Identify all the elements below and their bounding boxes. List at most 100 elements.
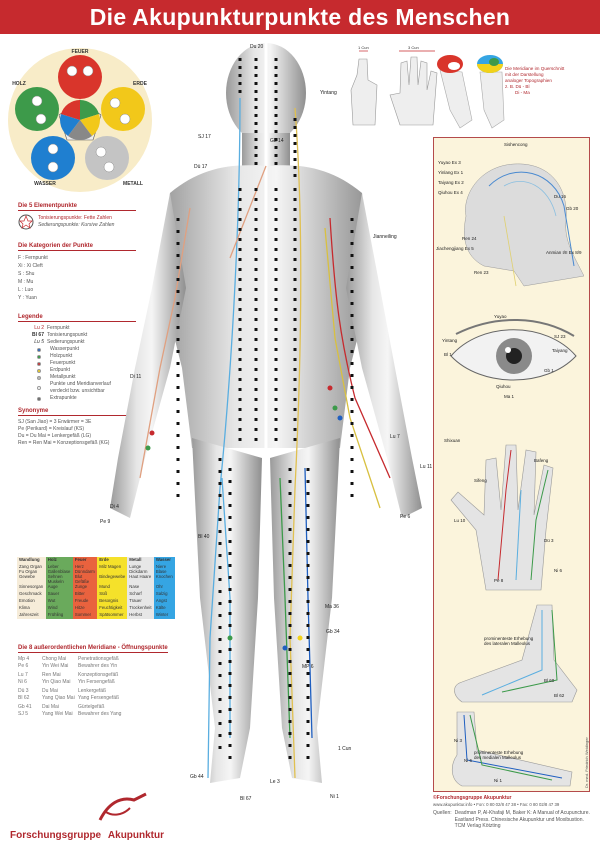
acupoint-marker — [228, 720, 232, 723]
acupoint-marker — [350, 218, 354, 221]
legend-dot-icon — [37, 375, 41, 380]
acupoint-marker — [176, 278, 180, 281]
legend-dot-icon — [37, 386, 41, 390]
acupoint-marker — [254, 378, 258, 381]
acupoint-marker — [228, 600, 232, 603]
detail-label: Ni 1 — [494, 778, 503, 783]
acupoint-marker — [228, 708, 232, 711]
acupoint-marker — [288, 588, 292, 591]
acupoint-marker — [306, 468, 310, 471]
acupoint-marker — [274, 358, 278, 361]
detail-label: Ni 6 — [554, 568, 563, 573]
acupoint-marker — [218, 578, 222, 581]
table-cell: Auge — [45, 584, 73, 591]
legend-item: Erdpunkt — [22, 367, 136, 374]
acupoint-marker — [350, 362, 354, 365]
detail-label: Bafeng — [534, 458, 549, 463]
acupoint-marker — [176, 434, 180, 437]
table-cell: Spätsommer — [97, 612, 128, 619]
table-cell: Herbst — [127, 612, 154, 619]
table-cell: Wut — [45, 598, 73, 605]
acupoint-marker — [350, 494, 354, 497]
acupoint-marker — [306, 708, 310, 711]
acupoint-marker — [228, 672, 232, 675]
synonym-item: Du = Du Mai = Lenkergefäß (LG) — [18, 433, 92, 439]
label-sj17: SJ 17 — [198, 134, 211, 140]
legend-item: Punkte und Meridianverlauf verdeckt bzw.… — [22, 381, 136, 395]
acupoint-marker — [274, 218, 278, 221]
acupoint-marker — [288, 636, 292, 639]
acupoint-marker — [306, 624, 310, 627]
acupoint-marker — [254, 368, 258, 371]
acupoint-marker — [293, 126, 297, 129]
detail-label: Ren 23 — [474, 270, 489, 275]
acupoint-marker — [238, 328, 242, 331]
acupoint-marker — [176, 242, 180, 245]
legend-dot-icon — [37, 347, 41, 352]
acupoint-marker — [274, 428, 278, 431]
acupoint-marker — [254, 198, 258, 201]
acupoint-marker — [293, 368, 297, 371]
acupoint-marker — [254, 428, 258, 431]
acupoint-marker — [228, 564, 232, 567]
acupoint-marker — [306, 600, 310, 603]
acupoint-marker — [238, 298, 242, 301]
acupoint-marker — [254, 82, 258, 85]
acupoint-marker — [238, 228, 242, 231]
acupoint-marker — [306, 564, 310, 567]
detail-label: Shixuan — [444, 438, 461, 443]
acupoint-marker — [350, 290, 354, 293]
acupoint-marker — [288, 660, 292, 663]
acupoint-marker — [238, 74, 242, 77]
acupoint-marker — [288, 480, 292, 483]
acupoint-marker — [218, 686, 222, 689]
detail-label: Jiachengjiang Ex 5 — [436, 246, 474, 251]
table-cell: Emotion — [19, 598, 35, 603]
label-bl40: Bl 40 — [198, 534, 210, 540]
acupoint-marker — [228, 480, 232, 483]
acupoint-marker — [176, 410, 180, 413]
acupoint-marker — [293, 338, 297, 341]
acupoint-marker — [274, 308, 278, 311]
acupoint-marker — [238, 248, 242, 251]
acupoint-marker — [293, 174, 297, 177]
acupoint-marker — [274, 198, 278, 201]
acupoint-marker — [306, 552, 310, 555]
acupoint-marker — [274, 288, 278, 291]
acupoint-marker — [293, 298, 297, 301]
acupoint-marker — [288, 684, 292, 687]
acupoint-marker — [176, 386, 180, 389]
acupoint-marker — [218, 626, 222, 629]
table-cell: Besorgnis — [97, 598, 128, 605]
acupoint-marker — [176, 470, 180, 473]
acupoint-marker — [274, 238, 278, 241]
acupoint-marker — [288, 696, 292, 699]
legend-heading: Legende — [18, 314, 136, 322]
acupoint-marker — [254, 278, 258, 281]
acupoint-marker — [293, 378, 297, 381]
acupoint-marker — [218, 674, 222, 677]
acupoint-marker — [350, 242, 354, 245]
detail-label: Qiuhou Ex 4 — [438, 190, 463, 195]
detail-label: Taiyang Ex 2 — [438, 180, 464, 185]
acupoint-marker — [293, 278, 297, 281]
acupoint-marker — [228, 696, 232, 699]
acupoint-marker — [254, 338, 258, 341]
table-cell: Sommer — [72, 612, 98, 619]
element-point-marker — [327, 385, 333, 391]
acupoint-marker — [274, 154, 278, 157]
table-cell: Jahreszeit — [19, 612, 39, 617]
acupoint-marker — [218, 470, 222, 473]
acupoint-marker — [218, 734, 222, 737]
acupoint-marker — [293, 238, 297, 241]
table-cell: Trauer — [127, 598, 154, 605]
acupoint-marker — [218, 506, 222, 509]
legend-item: Metallpunkt — [22, 374, 136, 381]
table-cell: Wind — [45, 605, 73, 612]
acupoint-marker — [228, 744, 232, 747]
